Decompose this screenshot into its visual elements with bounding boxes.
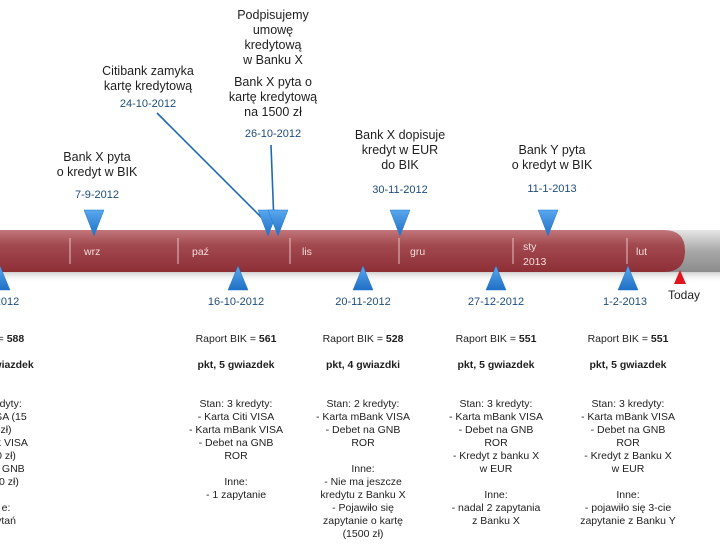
event-markers	[0, 209, 639, 291]
report-1-title: Raport BIK = 561	[195, 333, 277, 345]
report-0-title: K = 588	[0, 333, 25, 345]
event-bankx-inquiry-date: 7-9-2012	[74, 189, 120, 201]
report-3-body: Stan: 3 kredyty: - Karta mBank VISA - De…	[449, 398, 543, 527]
event-citibank-close-date: 24-10-2012	[119, 98, 177, 110]
report-2: Raport BIK = 528 pkt, 4 gwiazdki Stan: 2…	[307, 320, 419, 554]
report-2-date: 20-11-2012	[335, 296, 391, 308]
report-2-stars: pkt, 4 gwiazdki	[325, 359, 401, 371]
month-label-gru: gru	[410, 246, 426, 258]
month-label-paz: paź	[192, 246, 209, 258]
today-marker-icon	[674, 270, 686, 284]
report-0-body: redyty: VISA (15 zł) ank VISA 0 zł) na G…	[0, 398, 28, 527]
triangle-up-icon	[0, 265, 11, 291]
timeline-diagram: wrz paź lis gru sty 2013 lut Today Bank …	[0, 8, 720, 540]
triangle-down-icon	[83, 209, 105, 237]
report-2-title: Raport BIK = 528	[322, 333, 404, 345]
month-label-sty: sty 2013	[523, 241, 547, 268]
report-3: Raport BIK = 551 pkt, 5 gwiazdek Stan: 3…	[438, 320, 554, 541]
report-4-title: Raport BIK = 551	[587, 333, 669, 345]
event-bankx-inquiry: Bank X pyta o kredyt w BIK	[56, 150, 138, 179]
triangle-down-icon	[537, 209, 559, 237]
event-loan-agreement: Podpisujemy umowę kredytową w Banku X	[237, 8, 309, 67]
report-2-body: Stan: 2 kredyty: - Karta mBank VISA - De…	[316, 398, 410, 540]
event-citibank-close: Citibank zamyka kartę kredytową	[102, 64, 194, 93]
report-0-date: 2012	[0, 296, 20, 308]
report-4-body: Stan: 3 kredyty: - Karta mBank VISA - De…	[580, 398, 676, 527]
event-bankx-card-inquiry: Bank X pyta o kartę kredytową na 1500 zł	[228, 75, 318, 119]
today-label: Today	[667, 288, 701, 302]
report-4: Raport BIK = 551 pkt, 5 gwiazdek Stan: 3…	[570, 320, 686, 541]
triangle-up-icon	[352, 265, 374, 291]
report-4-date: 1-2-2013	[602, 296, 648, 308]
month-label-lis: lis	[302, 246, 312, 258]
month-label-wrz: wrz	[84, 246, 101, 258]
report-4-stars: pkt, 5 gwiazdek	[589, 359, 667, 371]
event-bankx-eur-loan-date: 30-11-2012	[372, 184, 428, 196]
event-banky-inquiry-date: 11-1-2013	[527, 183, 577, 195]
report-3-date: 27-12-2012	[467, 296, 525, 308]
leader-line-citibank	[156, 112, 269, 225]
report-1: Raport BIK = 561 pkt, 5 gwiazdek Stan: 3…	[180, 320, 292, 515]
triangle-down-icon	[389, 209, 411, 237]
triangle-up-icon	[227, 265, 249, 291]
triangle-down-icon	[267, 209, 289, 237]
triangle-up-icon	[617, 265, 639, 291]
event-banky-inquiry: Bank Y pyta o kredyt w BIK	[511, 143, 593, 172]
month-dividers	[69, 238, 628, 264]
triangle-up-icon	[485, 265, 507, 291]
report-3-stars: pkt, 5 gwiazdek	[457, 359, 535, 371]
report-3-title: Raport BIK = 551	[455, 333, 537, 345]
event-bankx-card-inquiry-date: 26-10-2012	[244, 128, 302, 140]
report-1-body: Stan: 3 kredyty: - Karta Citi VISA - Kar…	[189, 398, 283, 501]
report-1-stars: pkt, 5 gwiazdek	[197, 359, 275, 371]
timeline-graphic	[0, 112, 720, 291]
report-0-stars: 5 gwiazdek	[0, 359, 34, 371]
report-0: K = 588 5 gwiazdek redyty: VISA (15 zł) …	[0, 320, 58, 541]
month-label-lut: lut	[636, 246, 648, 258]
event-bankx-eur-loan: Bank X dopisuje kredyt w EUR do BIK	[354, 128, 446, 172]
timeline-bar	[0, 230, 685, 272]
report-1-date: 16-10-2012	[207, 296, 265, 308]
